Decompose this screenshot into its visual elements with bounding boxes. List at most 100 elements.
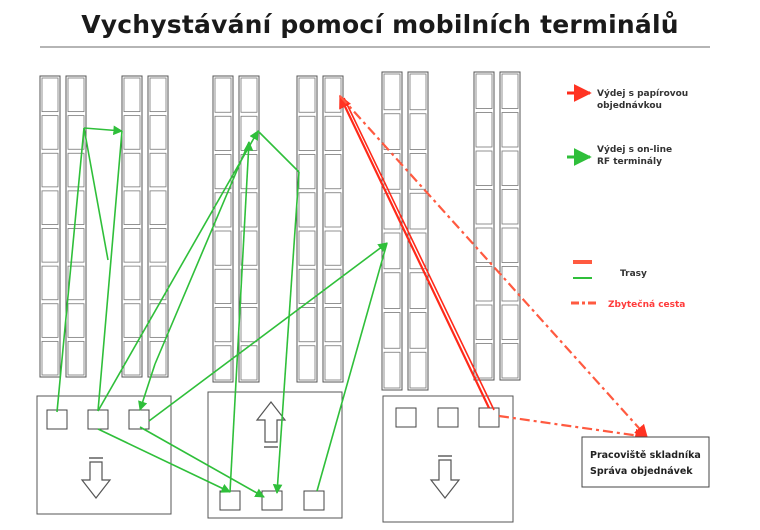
legend-rf-line1: Výdej s on-line [597, 145, 672, 155]
rack-cell [324, 345, 342, 381]
rack-column [381, 71, 403, 391]
rack-cell [298, 230, 316, 266]
rf-route-segment [138, 363, 156, 411]
rack-cell [67, 152, 85, 188]
paper-route-segment [343, 97, 495, 411]
rf-route-segment [56, 127, 85, 413]
rack-cell [501, 266, 519, 302]
wasted-route-segment [339, 95, 648, 438]
rack-cell [475, 150, 493, 186]
rack-cell [409, 351, 427, 389]
down-arrow-icon [429, 455, 461, 499]
rack-column [39, 75, 61, 378]
rack-cell [240, 192, 258, 228]
rack-cell [67, 77, 85, 113]
rack-cell [383, 312, 401, 349]
rack-cell [475, 343, 493, 379]
rf-route-segment [97, 130, 123, 412]
rack-cell [383, 192, 401, 230]
rack-cell [67, 340, 85, 376]
rack-cell [67, 190, 85, 225]
rf-route-segment [257, 130, 300, 173]
rack-cell [41, 152, 59, 188]
rack-column [322, 75, 344, 383]
rack-column [212, 75, 234, 383]
rack-cell [240, 307, 258, 343]
workstation-line2: Správa objednávek [590, 466, 693, 477]
rack-column [238, 75, 260, 383]
rack-cell [409, 153, 427, 190]
legend-item-routes: Trasy [573, 260, 647, 279]
rack-cell [501, 227, 519, 263]
rack-cell [298, 192, 316, 228]
legend-paper-line2: objednávkou [597, 101, 662, 111]
rack-cell [475, 189, 493, 225]
rack-cell [123, 265, 141, 301]
rack-column [65, 75, 87, 378]
rf-route-segment [97, 428, 231, 493]
rack-cell [149, 228, 167, 263]
rack-cell [298, 345, 316, 381]
pick-point [46, 409, 68, 430]
rack-cell [149, 190, 167, 225]
up-arrow-icon [255, 401, 287, 448]
rack-cell [123, 190, 141, 225]
rack-cell [123, 228, 141, 263]
rack-cell [501, 343, 519, 379]
rack-cell [67, 265, 85, 301]
rf-route-segment [139, 426, 265, 498]
legend-item-wasted: Zbytečná cesta [571, 299, 685, 310]
rack-column [499, 71, 521, 381]
pick-point [303, 490, 325, 511]
rack-cell [298, 307, 316, 343]
title-divider [40, 46, 710, 48]
rack-cell [41, 340, 59, 376]
rack-cell [324, 154, 342, 190]
dispatch-zones [36, 391, 514, 523]
rack-cell [501, 112, 519, 148]
rack-cell [501, 304, 519, 340]
rack-cell [214, 77, 232, 113]
rack-cell [123, 152, 141, 188]
rack-cell [501, 150, 519, 186]
rack-cell [475, 73, 493, 109]
rack-cell [123, 303, 141, 338]
paper-routes [339, 94, 649, 442]
rack-cell [123, 77, 141, 113]
legend-item-rf: Výdej s on-line RF terminály [567, 145, 672, 167]
paper-route-segment [339, 94, 490, 409]
rack-cell [324, 192, 342, 228]
rack-column [121, 75, 143, 378]
legend-wasted-label: Zbytečná cesta [608, 299, 685, 310]
rack-column [147, 75, 169, 378]
workstation-box: Pracoviště skladníka Správa objednávek [581, 436, 710, 488]
wasted-route-segment [498, 414, 649, 442]
rack-cell [383, 351, 401, 389]
rack-cell [324, 230, 342, 266]
workstation-line1: Pracoviště skladníka [590, 450, 701, 461]
rf-routes [56, 125, 388, 498]
rack-cell [123, 340, 141, 376]
rf-route-segment [272, 171, 300, 494]
pick-point [437, 407, 459, 428]
rack-cell [41, 77, 59, 113]
rack-cell [41, 115, 59, 150]
pick-point [478, 407, 500, 428]
rf-route-segment [97, 130, 259, 412]
rack-cell [298, 115, 316, 151]
dispatch-zone-left [36, 395, 172, 515]
rack-cell [383, 113, 401, 150]
rack-cell [41, 228, 59, 263]
rack-cell [214, 230, 232, 266]
rack-cell [409, 113, 427, 150]
rack-cell [214, 115, 232, 151]
rack-cell [41, 190, 59, 225]
down-arrow-icon [80, 457, 112, 499]
pick-point [261, 490, 283, 511]
rack-cell [383, 73, 401, 111]
rack-cell [214, 307, 232, 343]
rack-cell [240, 230, 258, 266]
dispatch-zone-right [382, 395, 514, 523]
legend-routes-label: Trasy [620, 269, 647, 279]
rack-cell [149, 265, 167, 301]
